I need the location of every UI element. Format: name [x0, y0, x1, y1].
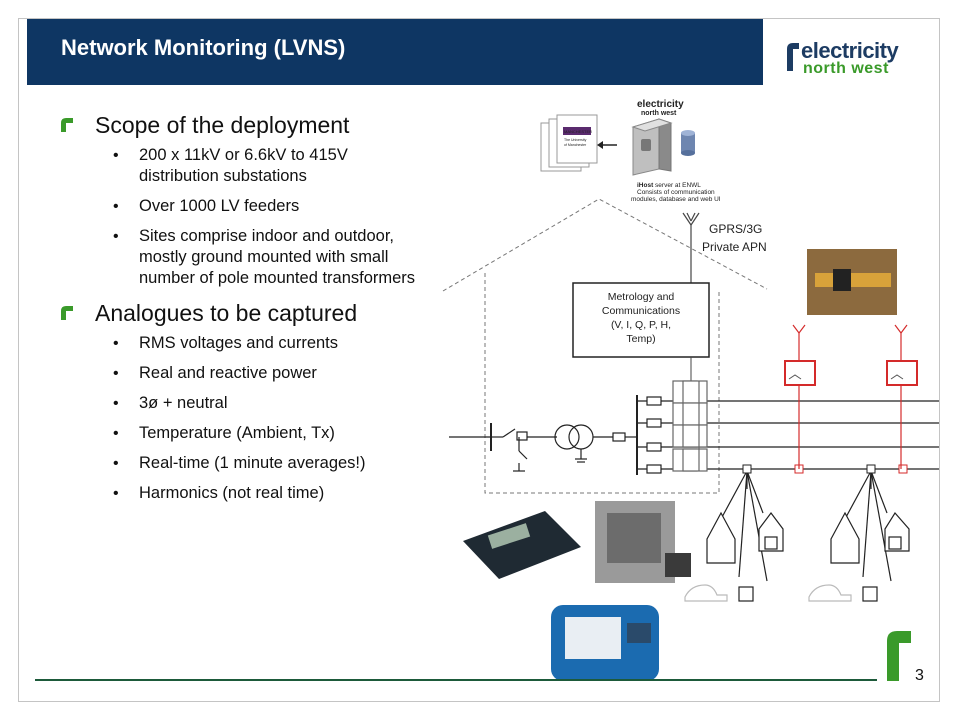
- server-caption: Consists of communication: [637, 189, 715, 196]
- remote-sensor-icon: [886, 324, 918, 469]
- metrology-label: Communications: [602, 305, 680, 317]
- section-heading-analogues: Analogues to be captured: [59, 299, 419, 327]
- server-logo-text: electricity: [637, 99, 684, 110]
- footer-divider: [35, 679, 877, 681]
- metrology-label: (V, I, Q, P, H,: [611, 319, 671, 331]
- monitoring-device-photo: [463, 511, 581, 579]
- feeder-branches: [684, 469, 910, 602]
- sensor-unit-photo: [595, 501, 691, 583]
- list-item: •Harmonics (not real time): [113, 484, 325, 502]
- logo-mark-icon: [787, 43, 799, 71]
- logo-text-line2: north west: [803, 60, 889, 77]
- substation-outline: [442, 198, 768, 494]
- list-item: •200 x 11kV or 6.6kV to 415V distributio…: [113, 146, 348, 185]
- antenna-icon: [682, 212, 700, 283]
- logo-text-line1: electricity: [801, 38, 899, 63]
- title-band: [27, 19, 763, 85]
- page-mark-icon: [887, 631, 911, 681]
- bullet-list: Scope of the deployment •200 x 11kV or 6…: [59, 111, 419, 513]
- gprs-label: GPRS/3G: [709, 222, 762, 236]
- list-item: •Temperature (Ambient, Tx): [113, 424, 335, 442]
- list-item: •3ø + neutral: [113, 394, 228, 412]
- list-item: •Over 1000 LV feeders: [113, 197, 300, 215]
- page-title: Network Monitoring (LVNS): [61, 35, 346, 60]
- metrology-label: Metrology and: [608, 291, 675, 303]
- bullet-mark-icon: [61, 118, 73, 132]
- gprs-label: Private APN: [702, 240, 767, 254]
- list-item: •Real and reactive power: [113, 364, 317, 382]
- university-documents-icon: MANCHESTER The University of Manchester: [540, 114, 598, 172]
- doc-label: of Manchester: [564, 143, 587, 147]
- metrology-box: Metrology and Communications (V, I, Q, P…: [572, 282, 710, 381]
- page-number: 3: [915, 667, 924, 684]
- substation-single-line-diagram: [449, 395, 638, 475]
- server-icon: electricity north west: [631, 99, 684, 176]
- doc-label: The University: [564, 138, 587, 142]
- arrow-left-icon: [597, 141, 617, 149]
- server-caption: iHost server at ENWL: [637, 182, 701, 189]
- database-icon: [681, 130, 695, 156]
- list-item: •RMS voltages and currents: [113, 334, 339, 352]
- doc-label: MANCHESTER: [564, 129, 592, 134]
- server-caption: modules, database and web UI: [631, 196, 721, 203]
- section-heading-scope: Scope of the deployment: [59, 111, 419, 139]
- handheld-analyser-photo: [551, 605, 659, 681]
- header: Network Monitoring (LVNS) electricity no…: [19, 19, 939, 87]
- slide: Network Monitoring (LVNS) electricity no…: [18, 18, 940, 702]
- bullet-mark-icon: [61, 306, 73, 320]
- list-item: •Sites comprise indoor and outdoor, most…: [113, 227, 416, 287]
- remote-sensor-icon: [784, 324, 816, 469]
- network-diagram: MANCHESTER The University of Manchester …: [442, 99, 939, 681]
- company-logo: electricity north west: [787, 39, 927, 79]
- server-logo-text: north west: [641, 110, 677, 117]
- lv-feeders: [637, 380, 939, 474]
- metrology-label: Temp): [626, 333, 655, 345]
- list-item: •Real-time (1 minute averages!): [113, 454, 366, 472]
- sensor-photo: [807, 249, 897, 315]
